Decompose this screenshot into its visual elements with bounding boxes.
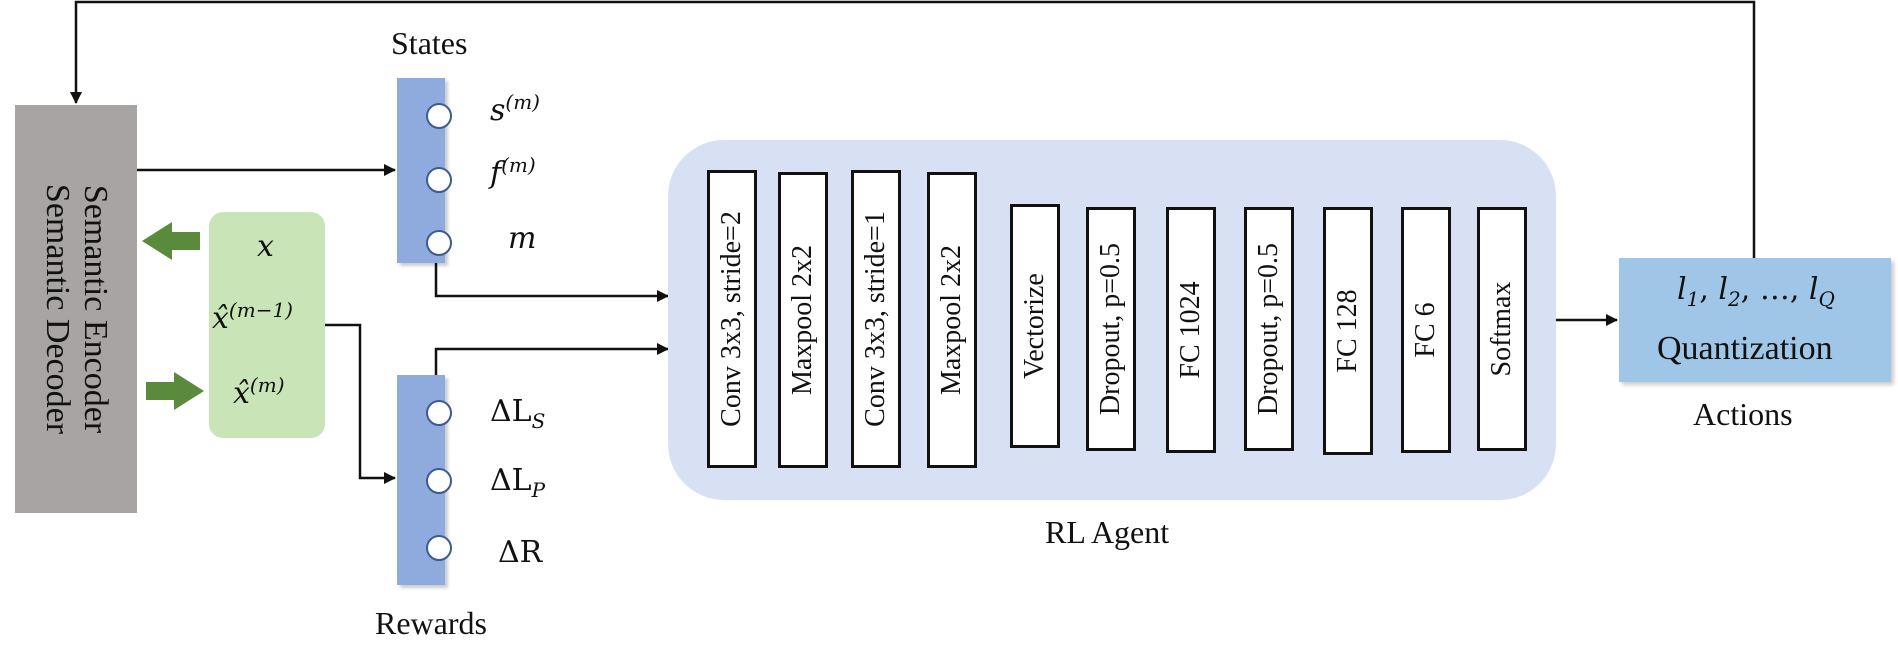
agent-layer-4: Maxpool 2x2	[927, 172, 977, 468]
agent-layer-label: FC 6	[1410, 302, 1441, 358]
encoder-label: Semantic Encoder	[77, 184, 114, 434]
agent-layer-6: Dropout, p=0.5	[1086, 207, 1136, 451]
reward-node-2	[426, 468, 452, 494]
reward-node-1	[426, 400, 452, 426]
agent-layer-11: Softmax	[1477, 207, 1527, 451]
state-node-3	[426, 230, 452, 256]
reward-delta-r: ΔR	[498, 535, 543, 570]
agent-layer-1: Conv 3x3, stride=2	[707, 170, 757, 468]
quantization-box	[1619, 258, 1891, 382]
reward-delta-ls: ΔLS	[490, 394, 546, 433]
action-levels: l1, l2, …, lQ	[1677, 272, 1835, 311]
rl-agent-block: Conv 3x3, stride=2 Maxpool 2x2 Conv 3x3, s…	[668, 140, 1556, 500]
reward-node-3	[426, 535, 452, 561]
green-arrow-left	[142, 222, 200, 260]
feedback-arrow	[70, 0, 1756, 258]
agent-layer-label: Conv 3x3, stride=2	[716, 211, 747, 427]
input-x-hat-curr: x̂(m)	[233, 373, 285, 411]
reward-delta-lp: ΔLP	[490, 463, 546, 502]
agent-layer-label: Dropout, p=0.5	[1095, 242, 1126, 416]
rewards-title: Rewards	[375, 605, 487, 641]
decoder-label: Semantic Decoder	[39, 183, 76, 435]
rl-agent-label: RL Agent	[1045, 514, 1170, 550]
input-x: x	[257, 229, 274, 264]
input-block	[209, 212, 325, 438]
agent-layer-2: Maxpool 2x2	[778, 172, 828, 468]
agent-layer-label: FC 128	[1332, 289, 1363, 373]
agent-layer-10: FC 6	[1401, 207, 1451, 453]
semantic-encoder-decoder-box	[15, 105, 137, 513]
agent-layer-label: Dropout, p=0.5	[1253, 242, 1284, 416]
state-s: s(m)	[490, 90, 540, 128]
state-m: m	[508, 221, 537, 256]
state-f: f(m)	[490, 153, 536, 191]
agent-layer-9: FC 128	[1323, 207, 1373, 455]
states-title: States	[391, 25, 468, 61]
green-arrow-right	[146, 372, 204, 410]
agent-layer-label: Conv 3x3, stride=1	[860, 211, 891, 427]
agent-layer-8: Dropout, p=0.5	[1244, 207, 1294, 451]
state-node-1	[426, 103, 452, 129]
input-x-hat-prev: x̂(m−1)	[212, 298, 293, 336]
states-to-agent-arrow	[434, 263, 669, 302]
agent-layer-label: Maxpool 2x2	[936, 244, 967, 396]
input-to-rewards-arrow	[325, 323, 396, 484]
semantic-encoder-decoder-label: Semantic Encoder Semantic Decoder	[38, 184, 114, 434]
agent-layer-5: Vectorize	[1010, 204, 1060, 448]
agent-layer-label: FC 1024	[1175, 281, 1206, 379]
agent-layer-7: FC 1024	[1166, 207, 1216, 453]
agent-layer-3: Conv 3x3, stride=1	[851, 170, 901, 468]
agent-layer-label: Maxpool 2x2	[787, 244, 818, 396]
quantization-label: Quantization	[1657, 330, 1833, 367]
rewards-to-agent-arrow	[434, 343, 669, 375]
agent-layer-label: Softmax	[1486, 281, 1517, 377]
state-node-2	[426, 167, 452, 193]
actions-title: Actions	[1693, 396, 1793, 432]
agent-layer-label: Vectorize	[1019, 273, 1050, 379]
